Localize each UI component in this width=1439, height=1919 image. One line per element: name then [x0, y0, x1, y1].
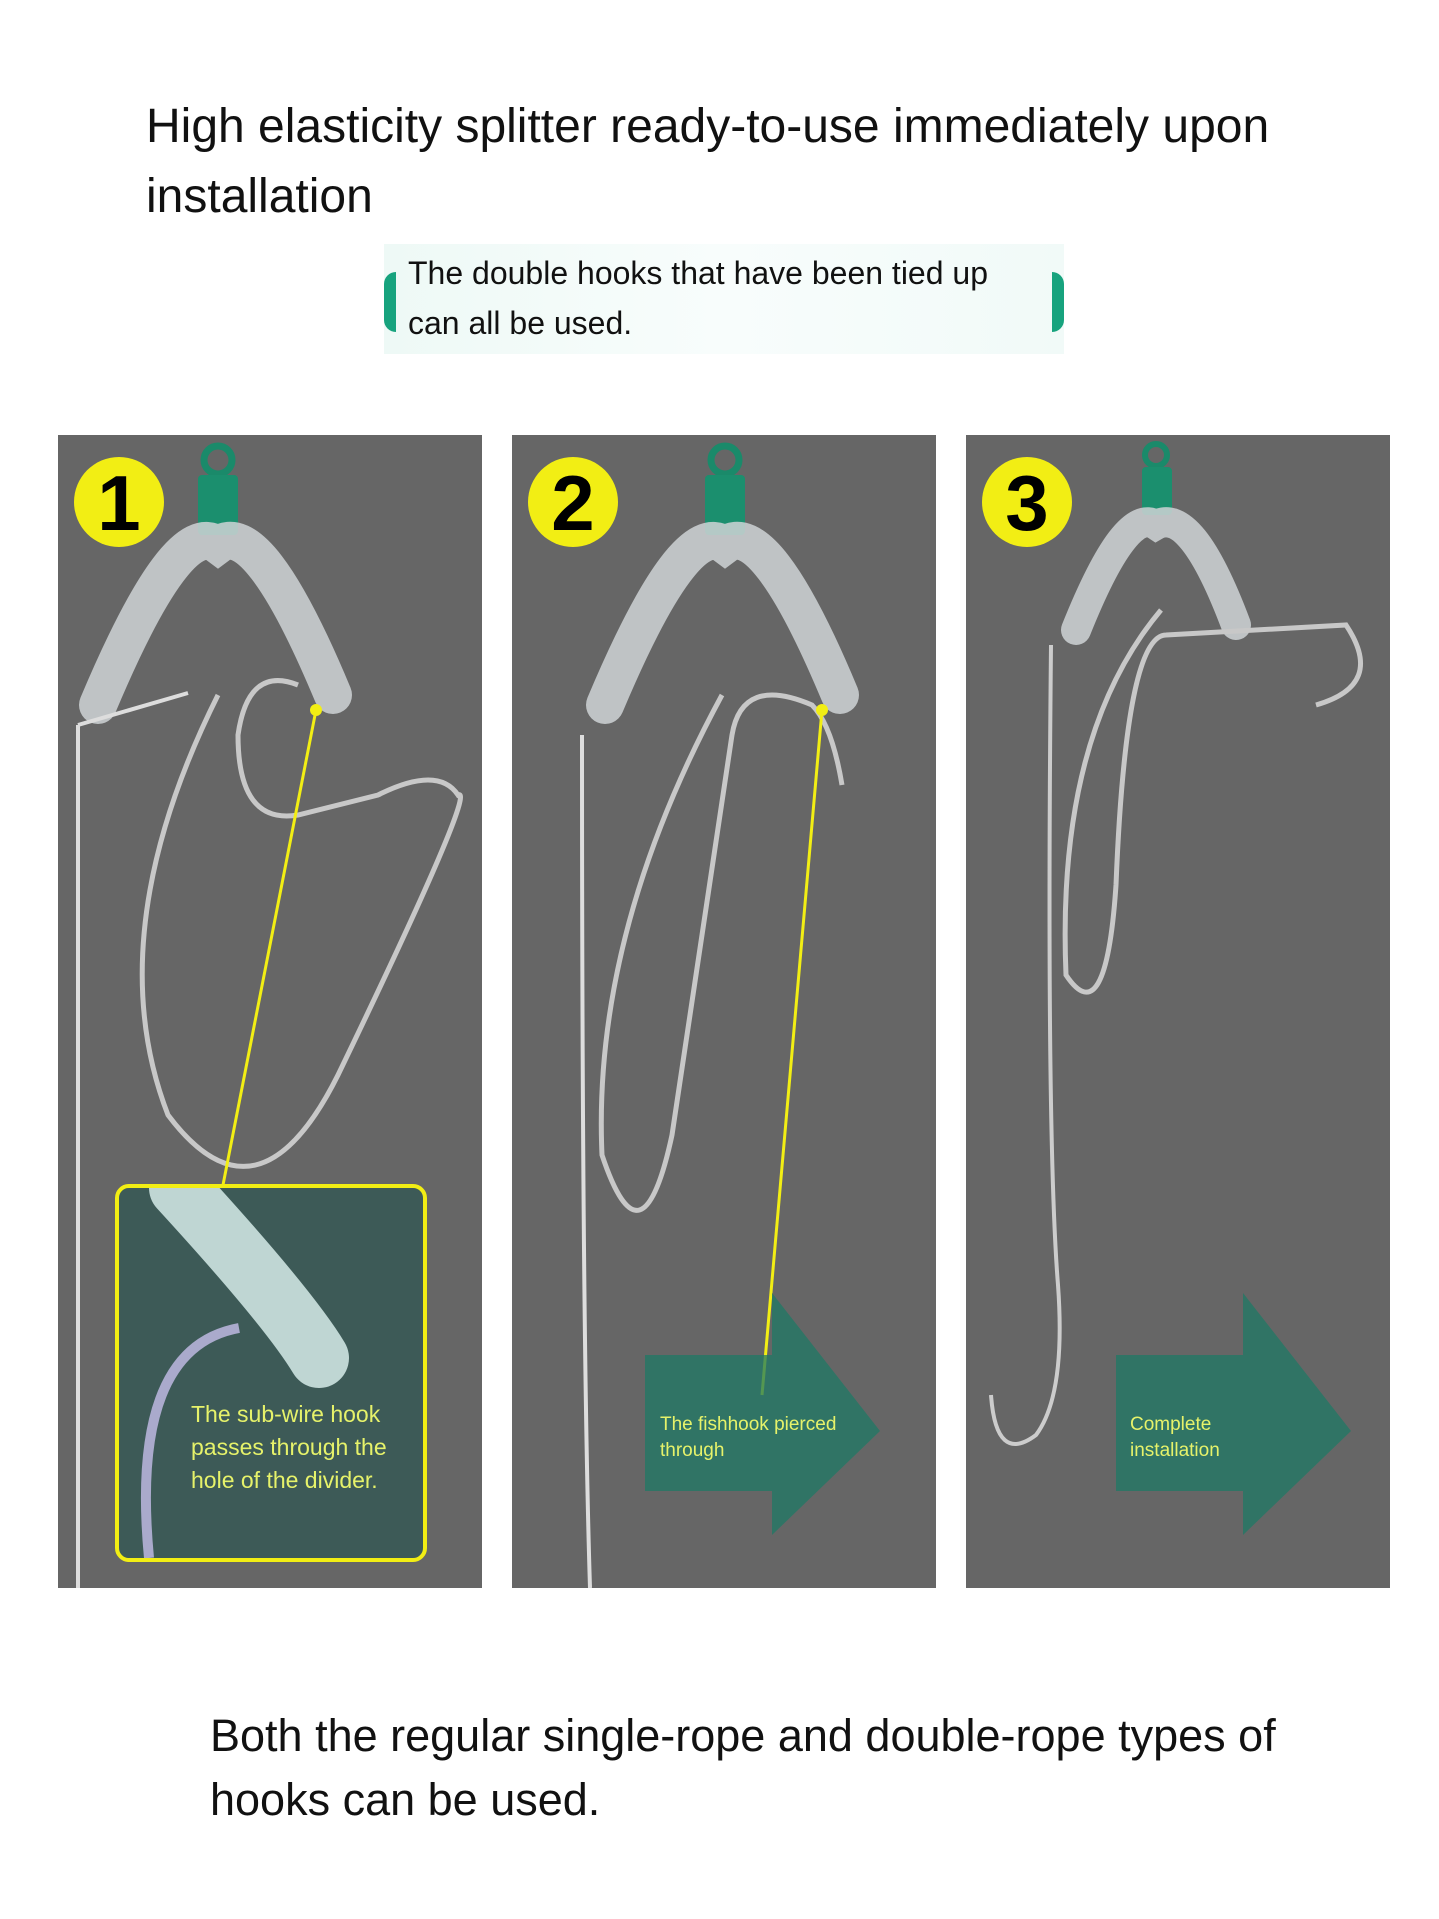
detail-inset: The sub-wire hook passes through the hol…	[115, 1184, 427, 1562]
page-title: High elasticity splitter ready-to-use im…	[146, 100, 1270, 223]
banner-cap-left	[384, 272, 396, 332]
step-panel-2: 2 The fishhook pierced through	[512, 435, 936, 1588]
step-caption: The sub-wire hook passes through the hol…	[191, 1401, 387, 1493]
subtitle-banner: The double hooks that have been tied up …	[384, 244, 1064, 354]
step-number-badge: 2	[528, 457, 618, 547]
step-panel-3: 3 Complete installation	[966, 435, 1390, 1588]
step-number-badge: 1	[74, 457, 164, 547]
splitter-illustration	[580, 442, 880, 1588]
splitter-illustration	[989, 441, 1363, 1535]
footer-text: Both the regular single-rope and double-…	[210, 1710, 1276, 1825]
splitter-illustration	[76, 442, 463, 1588]
step-caption: Complete installation	[1130, 1414, 1220, 1461]
subtitle-text: The double hooks that have been tied up …	[408, 255, 988, 341]
splitter-hole-closeup	[140, 1188, 349, 1558]
step-number-badge: 3	[982, 457, 1072, 547]
step-caption: The fishhook pierced through	[660, 1414, 837, 1461]
banner-cap-right	[1052, 272, 1064, 332]
step-panel-1: 1 The sub-wire hook passes through the h…	[58, 435, 482, 1588]
